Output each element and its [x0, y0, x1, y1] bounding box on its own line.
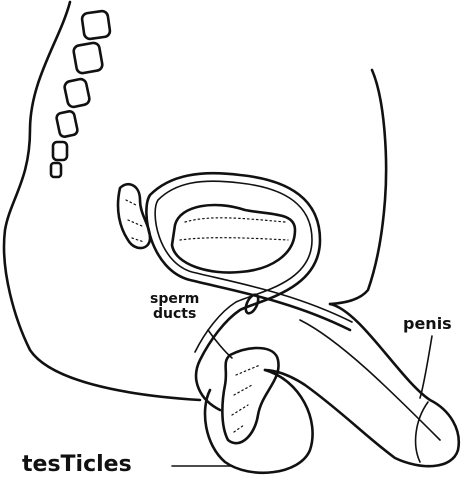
vertebrae	[51, 10, 111, 177]
vertebra-6	[51, 163, 61, 177]
label-penis: penis	[403, 314, 452, 333]
sperm-duct-inner	[155, 181, 352, 352]
vertebra-3	[64, 78, 91, 108]
vertebra-5	[53, 142, 67, 160]
scrotum-outline	[205, 370, 313, 473]
sperm-ducts-pointer	[208, 330, 232, 358]
vertebra-2	[73, 42, 103, 74]
penis-glans	[416, 402, 428, 462]
penis-pointer	[420, 336, 432, 398]
label-sperm-ducts-line2: ducts	[150, 307, 199, 322]
label-testicles: tesTicles	[22, 452, 132, 477]
label-sperm-ducts: sperm ducts	[150, 292, 199, 322]
vertebra-1	[81, 10, 110, 39]
label-sperm-ducts-line1: sperm	[150, 292, 199, 307]
vertebra-4	[56, 110, 79, 137]
testicle	[222, 348, 278, 443]
body-outline-front	[330, 70, 386, 304]
